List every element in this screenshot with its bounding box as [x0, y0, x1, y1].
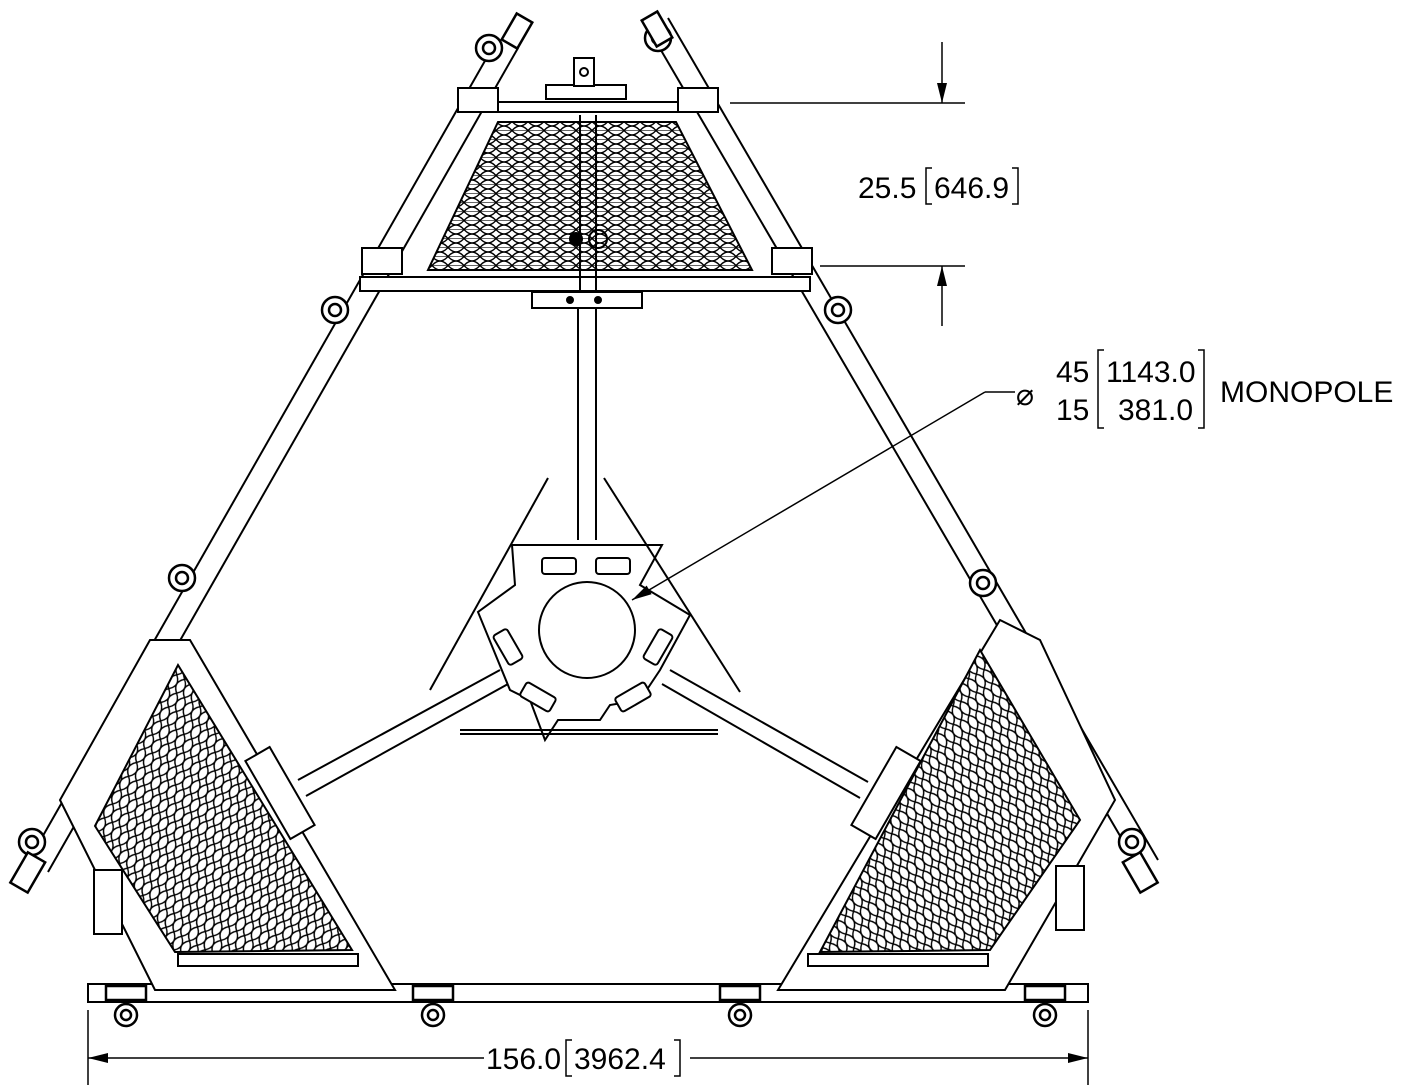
panel-depth-metric: 646.9: [934, 172, 1009, 205]
bracket-close-icon: [1012, 167, 1019, 205]
pipe-clamp: [1117, 827, 1160, 895]
pipe-clamp: [639, 9, 675, 53]
top-panel: [359, 57, 813, 309]
overall-width-metric: 3962.4: [574, 1043, 666, 1076]
left-panel-clamp: [244, 745, 316, 841]
dimension-panel-depth: 25.5 646.9: [730, 42, 1019, 326]
left-panel: [58, 639, 397, 991]
pipe-clamp: [320, 295, 350, 325]
bracket-open-icon: [925, 167, 932, 205]
top-mount-tab: [573, 57, 595, 87]
top-panel-bottom-rail: [359, 276, 811, 292]
left-panel-mesh: [93, 662, 354, 954]
pipe-clamp: [474, 11, 535, 63]
panel-depth-value: 25.5: [858, 172, 916, 205]
overall-width-value: 156.0: [486, 1043, 561, 1076]
diameter-symbol: ⌀: [1016, 379, 1034, 412]
monopole-min-value: 15: [1056, 394, 1089, 427]
right-panel-clamp: [850, 745, 922, 841]
monopole-circle: [538, 581, 636, 679]
pipe-clamp: [104, 984, 148, 1028]
lower-clamp-plate: [531, 291, 643, 309]
monopole-max-value: 45: [1056, 356, 1089, 389]
bracket-close-icon: [674, 1039, 681, 1077]
pipe-clamp: [718, 984, 762, 1028]
pipe-clamp: [1023, 984, 1067, 1028]
pipe-clamp: [8, 827, 47, 895]
right-panel-mesh: [818, 647, 1082, 954]
bracket-open-icon: [1097, 349, 1104, 429]
right-panel: [776, 618, 1117, 991]
pipe-clamp: [823, 295, 853, 325]
monopole-min-metric: 381.0: [1118, 394, 1193, 427]
top-panel-top-rail: [469, 101, 689, 113]
top-panel-mesh: [426, 121, 754, 271]
bracket-close-icon: [1198, 349, 1205, 429]
dimension-overall-width: 156.0 3962.4: [87, 1010, 1089, 1085]
monopole-max-metric: 1143.0: [1106, 356, 1196, 389]
pipe-clamp: [167, 563, 197, 593]
dimension-monopole: ⌀ 45 15 1143.0 381.0 MONOPOLE: [631, 349, 1393, 601]
center-stem: [577, 308, 597, 540]
pipe-clamp: [968, 568, 998, 598]
bracket-open-icon: [565, 1039, 572, 1077]
pipe-clamp: [411, 984, 455, 1028]
pipe-clamps: [8, 9, 1160, 1028]
support-arms: [297, 669, 869, 799]
top-clamp-plate: [545, 84, 627, 100]
monopole-label: MONOPOLE: [1220, 376, 1393, 409]
